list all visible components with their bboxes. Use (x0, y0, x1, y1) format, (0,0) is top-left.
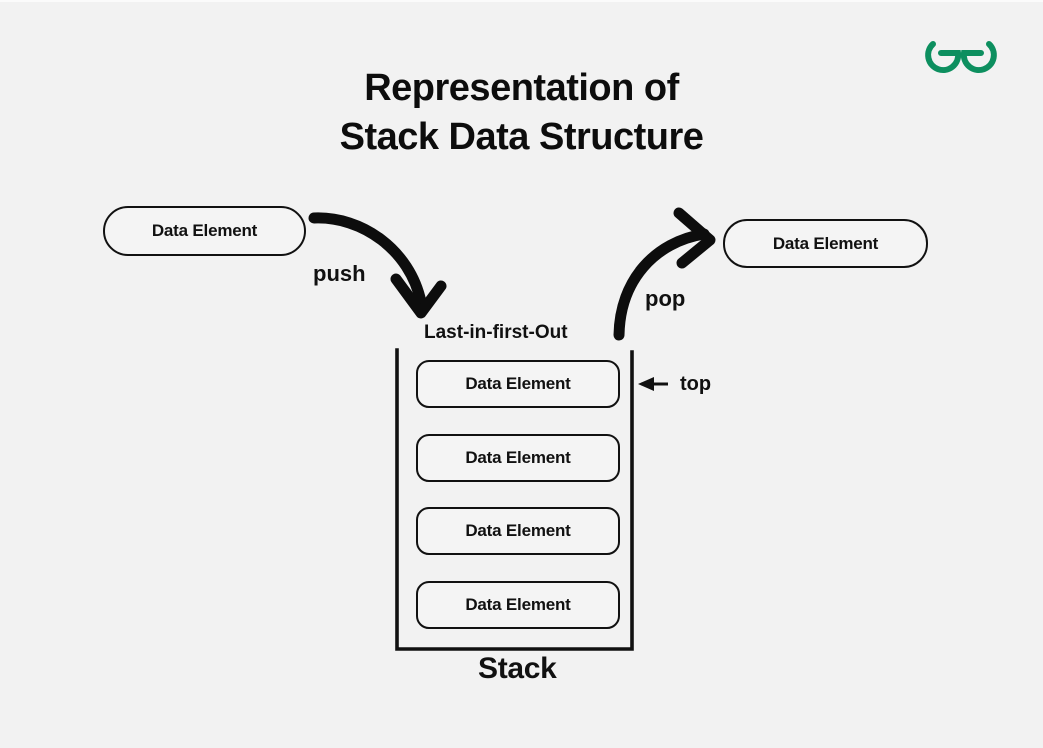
page-title: Representation of Stack Data Structure (0, 64, 1043, 162)
stack-item-label: Data Element (465, 521, 571, 540)
stack-container (395, 348, 634, 651)
stack-caption: Stack (478, 652, 557, 685)
stack-item-2[interactable]: Data Element (416, 507, 620, 555)
push-label: push (313, 261, 366, 286)
top-pointer-arrow (638, 377, 668, 391)
input-data-element-label: Data Element (151, 221, 258, 240)
output-data-element-box[interactable]: Data Element (723, 219, 928, 268)
input-data-element-box[interactable]: Data Element (103, 206, 306, 256)
stack-item-3[interactable]: Data Element (416, 581, 620, 629)
stack-walls (395, 348, 634, 651)
geeksforgeeks-logo-icon (925, 41, 997, 74)
page-title-line-1: Representation of (364, 67, 679, 109)
output-data-element-label: Data Element (772, 233, 879, 253)
stack-item-0[interactable]: Data Element (416, 360, 620, 408)
lifo-label: Last-in-first-Out (424, 322, 568, 343)
pop-label: pop (645, 286, 686, 311)
pop-arrow (613, 207, 716, 341)
push-arrow (308, 212, 447, 319)
stack-item-label: Data Element (465, 595, 571, 614)
stack-item-label: Data Element (465, 448, 571, 467)
stack-item-label: Data Element (465, 374, 571, 393)
top-label: top (680, 373, 712, 395)
page-title-line-2: Stack Data Structure (339, 116, 704, 158)
stack-item-1[interactable]: Data Element (416, 434, 620, 482)
